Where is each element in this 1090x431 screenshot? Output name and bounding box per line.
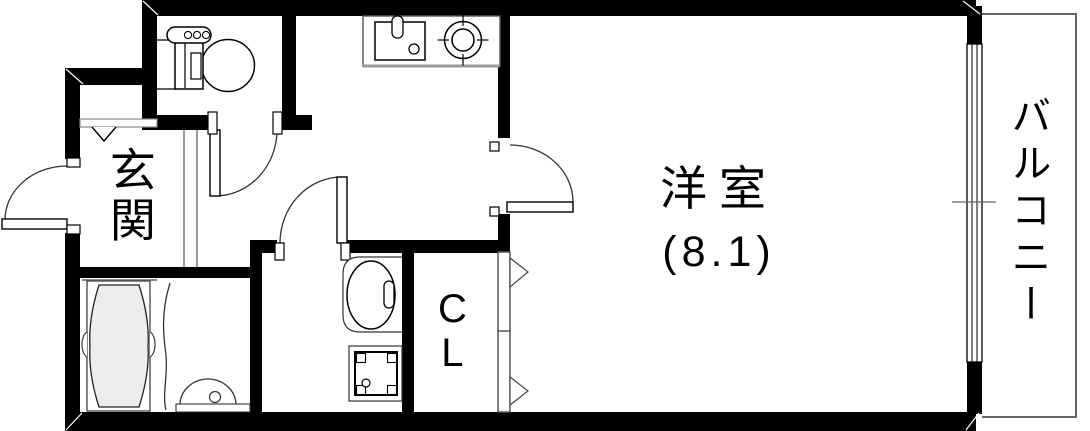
walls	[65, 0, 982, 431]
toilet-door	[207, 111, 283, 197]
balcony-outline	[982, 13, 1077, 418]
room-door-jamb-top	[489, 141, 500, 152]
wall-toilet-left	[142, 0, 157, 130]
entrance-door	[1, 157, 81, 235]
gas-burner-icon	[437, 14, 489, 66]
wall-top	[142, 0, 976, 16]
wall-left-upper	[65, 85, 80, 159]
closet-door-triangle-bottom	[509, 375, 529, 407]
shoe-step	[79, 118, 158, 128]
closet-folding-doors	[497, 251, 529, 413]
closet-door-triangle-top	[509, 256, 529, 289]
wall-left-lower	[65, 233, 80, 414]
room-door	[489, 141, 574, 217]
faucet-icon	[391, 15, 404, 39]
toilet-door-jamb-right	[272, 111, 283, 135]
bathtub-basin	[89, 284, 149, 408]
toilet-door-arc	[214, 129, 278, 197]
entrance-door-arc	[4, 165, 68, 221]
bathtub-icon	[81, 280, 156, 412]
wall-bath-top	[78, 267, 255, 278]
toilet-door-leaf	[209, 129, 221, 197]
entrance-door-jamb-bottom	[66, 224, 81, 235]
wall-right-stub-bottom	[967, 362, 982, 414]
label-closet: CL	[430, 287, 475, 375]
entrance-marker-chevron-icon	[91, 126, 117, 143]
kitchen-sink-icon	[374, 15, 426, 61]
wall-miters	[65, 0, 981, 431]
toilet-bowl	[200, 38, 256, 93]
wall-alcove-top	[65, 68, 157, 85]
genkan-divider	[183, 130, 198, 267]
drain-icon	[361, 378, 371, 388]
drain-icon	[408, 43, 420, 55]
wall-toilet-bottom-left	[155, 115, 211, 130]
label-entrance: 玄関	[103, 146, 156, 246]
wall-bottom	[65, 412, 976, 431]
washroom-door-arc	[279, 176, 343, 244]
room-door-arc	[509, 144, 574, 203]
label-balcony: バルコニー	[1005, 95, 1050, 330]
entrance-door-jamb-top	[66, 157, 81, 168]
room-door-leaf	[506, 201, 574, 213]
faucet-icon	[383, 280, 395, 309]
wall-washroom-left	[250, 240, 262, 412]
label-room-size: (8.1)	[662, 228, 776, 276]
washing-machine-pan-icon	[348, 345, 403, 402]
room-door-jamb-bottom	[489, 206, 500, 217]
wall-washroom-top	[343, 240, 498, 253]
kitchen-counter	[362, 14, 501, 68]
shower-curtain-icon	[162, 282, 171, 411]
washroom-door	[274, 176, 351, 261]
toilet-door-jamb-left	[207, 111, 218, 135]
entrance-door-leaf	[1, 218, 68, 230]
bath-washbasin-icon	[175, 378, 251, 413]
washroom-door-leaf	[336, 176, 348, 244]
washroom-door-jamb-right	[340, 242, 351, 261]
vanity-basin-icon	[342, 256, 402, 333]
entrance-step	[79, 118, 158, 143]
label-western-room: 洋室	[660, 162, 778, 215]
wall-room-divider-upper	[498, 16, 510, 138]
wall-right-stub-top	[967, 6, 982, 44]
wall-room-divider-lower	[498, 214, 510, 252]
wall-toilet-right	[282, 0, 296, 130]
wall-closet-left	[402, 240, 414, 412]
washroom-door-jamb-left	[274, 242, 285, 261]
sliding-window-icon	[952, 43, 996, 363]
toilet-icon	[157, 26, 256, 93]
